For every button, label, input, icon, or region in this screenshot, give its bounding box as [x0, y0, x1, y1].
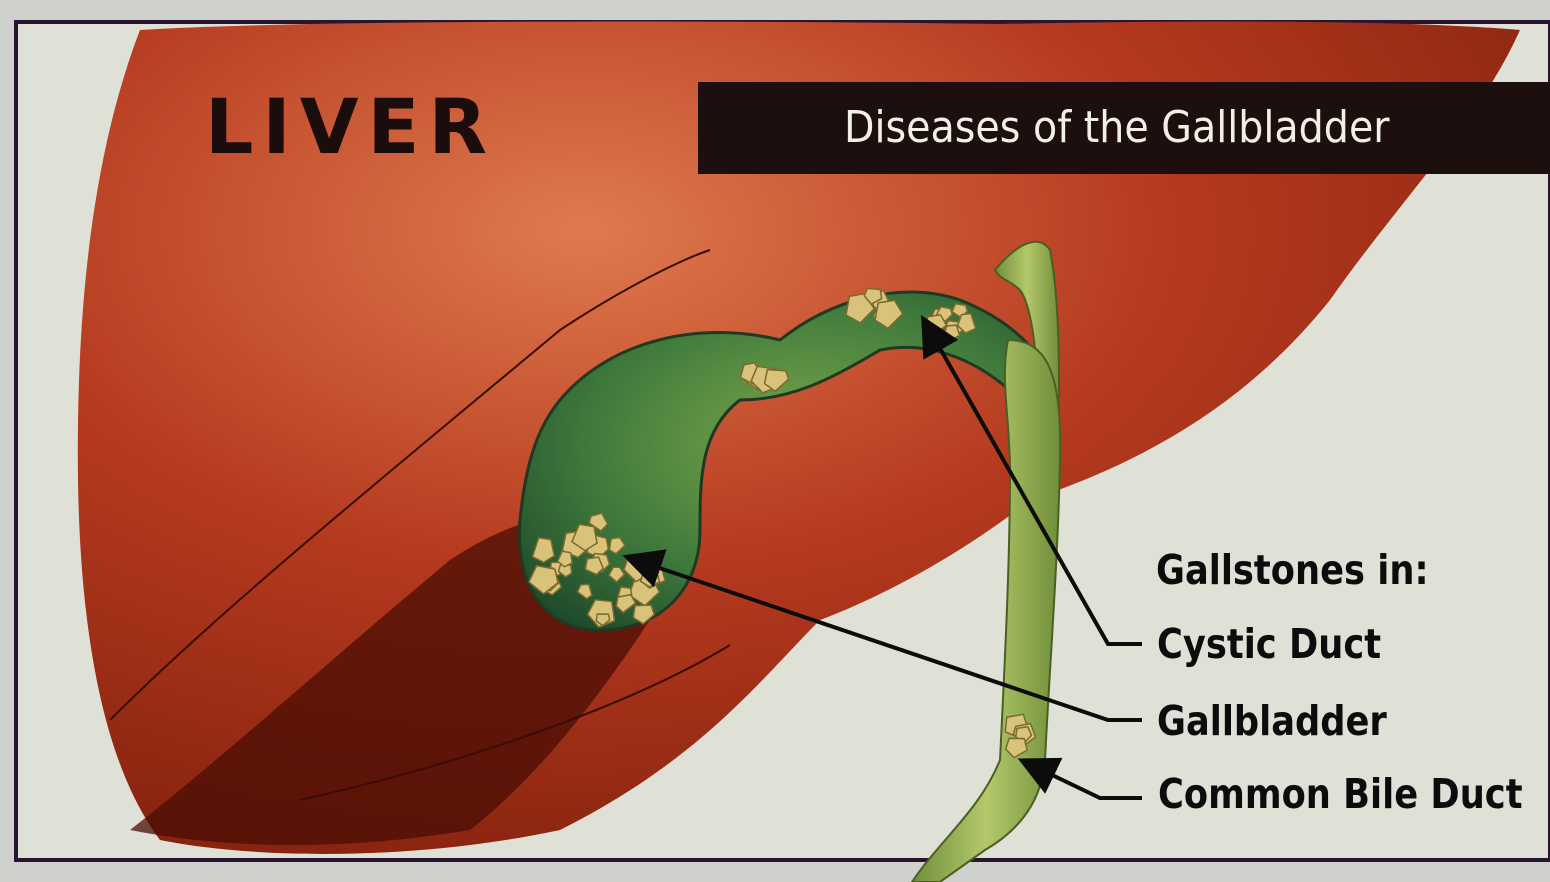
- label-cystic-duct: Cystic Duct: [1157, 620, 1381, 668]
- label-common-bile-duct: Common Bile Duct: [1158, 770, 1523, 818]
- legend-heading: Gallstones in:: [1156, 546, 1429, 594]
- banner-title: Diseases of the Gallbladder: [844, 102, 1390, 153]
- liver-title: LIVER: [205, 82, 496, 171]
- title-banner: Diseases of the Gallbladder: [698, 82, 1550, 174]
- label-gallbladder: Gallbladder: [1157, 697, 1387, 745]
